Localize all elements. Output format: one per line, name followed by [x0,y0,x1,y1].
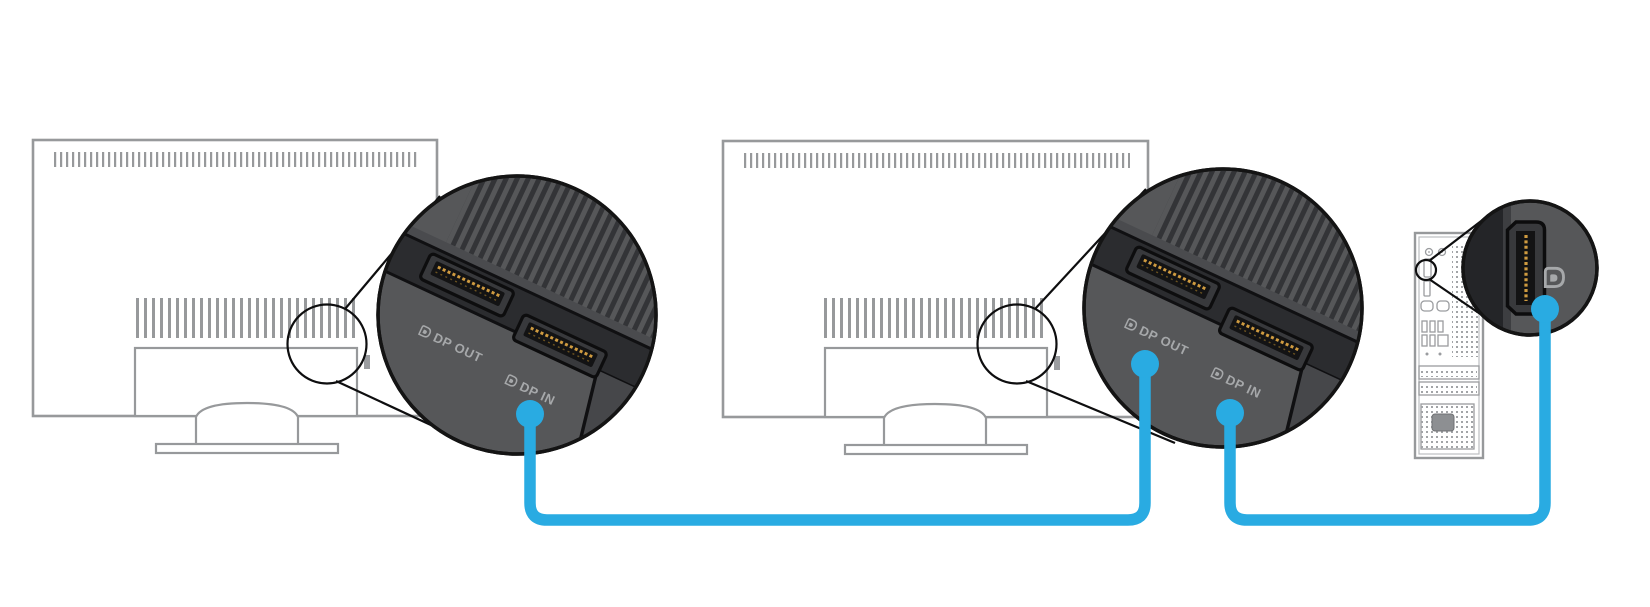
monitor-1-zoom-circle: DP OUT DP IN [306,109,730,516]
usb-port [1437,320,1444,333]
monitor-1-callout-circle [286,303,368,385]
vga-port [1436,300,1450,312]
monitor-1-top-vents [53,152,417,167]
usb-port [1421,334,1428,347]
monitor-2-top-vents [743,153,1130,168]
cable-monitor1-dpin-to-monitor2-dpout [524,364,1151,526]
usb-port [1429,320,1436,333]
audio-jack [1424,247,1434,257]
monitor-2-rear [721,139,1150,456]
psu-socket [1431,413,1455,432]
monitor-1-rear [31,138,439,455]
monitor-2-stand-neck [882,402,988,445]
cable-dot-monitor2-dp-out [1131,350,1159,378]
cable-dot-monitor1-dp-in [516,400,544,428]
usb-port [1421,320,1428,333]
tower-dp-port [1423,258,1432,278]
monitor-2-callout-circle [976,303,1058,385]
audio-jack [1437,247,1447,257]
ethernet-port [1437,334,1449,347]
monitor-1-port-tab [364,355,370,369]
usb-port [1429,334,1436,347]
expansion-slot [1418,381,1480,396]
cable-dot-tower-dp [1531,295,1559,323]
monitor-1-stand-base [154,442,340,455]
monitor-1-stand-neck [194,401,300,444]
dp-cables [516,295,1559,526]
monitor-2-stand-base [843,443,1029,456]
cable-dot-monitor2-dp-in [1216,399,1244,427]
vga-port [1420,300,1434,312]
tower-callout-circle [1414,258,1438,282]
cable-monitor2-dpin-to-computer-dp [1224,309,1551,526]
monitor-2-port-tab [1054,356,1060,370]
expansion-slot [1418,365,1480,380]
